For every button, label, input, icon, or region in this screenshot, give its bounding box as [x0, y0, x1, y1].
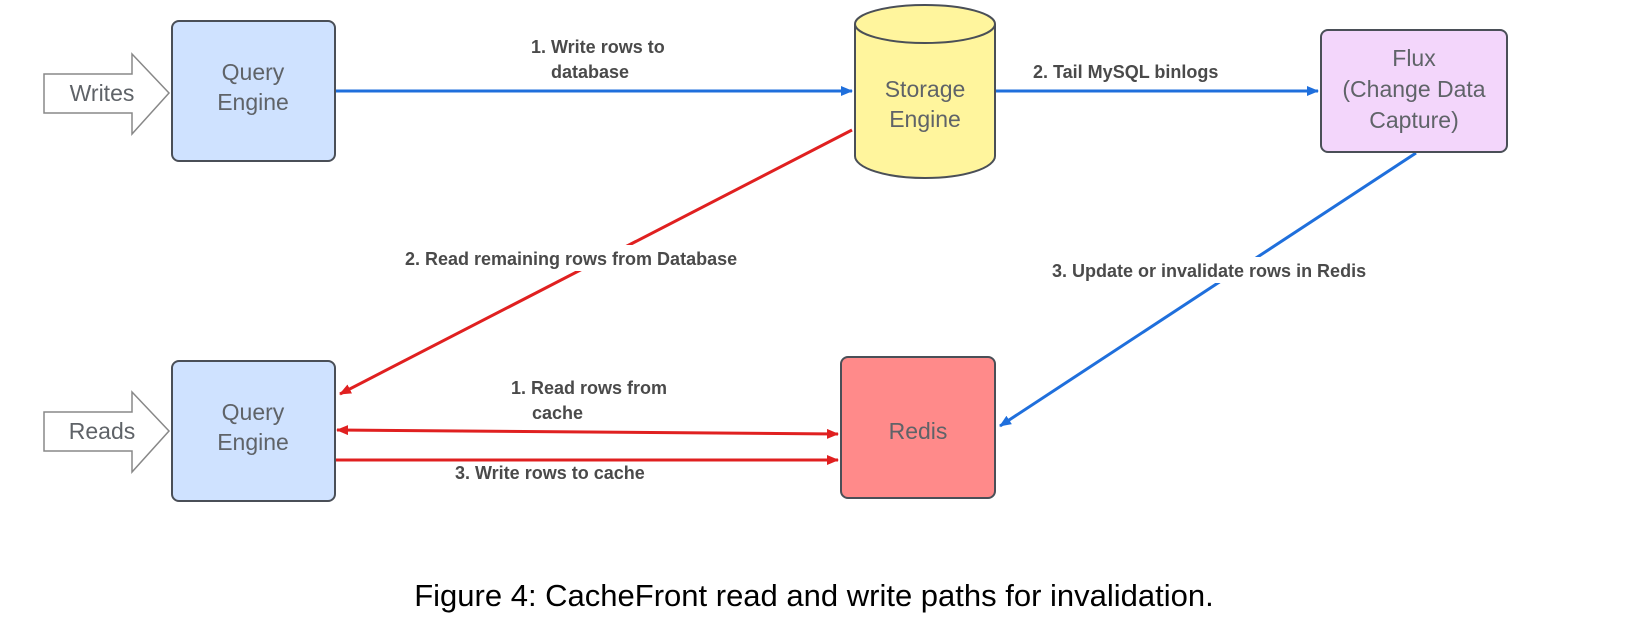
cachefront-diagram: Writes Reads Query Engine Query Engine S… — [43, 4, 1508, 502]
flux-line-1: Flux — [1392, 45, 1436, 71]
figure-caption: Figure 4: CacheFront read and write path… — [414, 578, 1214, 613]
query-engine-bottom-line-2: Engine — [217, 429, 289, 455]
flux-line-2: (Change Data — [1342, 76, 1485, 102]
reads-entry-arrow: Reads — [43, 390, 171, 474]
writes-label: Writes — [70, 80, 135, 106]
storage-engine-node: Storage Engine — [854, 4, 996, 179]
edge-label-write-rows-line-1: 1. Write rows to — [531, 37, 665, 57]
query-engine-bottom-node: Query Engine — [171, 360, 336, 502]
redis-label: Redis — [889, 418, 948, 444]
redis-node: Redis — [840, 356, 996, 499]
edge-label-write-rows-line-2: database — [551, 62, 629, 82]
edge-label-update-invalidate: 3. Update or invalidate rows in Redis — [1052, 261, 1366, 281]
query-engine-bottom-line-1: Query — [222, 399, 285, 425]
query-engine-top-node: Query Engine — [171, 20, 336, 162]
query-engine-top-line-1: Query — [222, 59, 285, 85]
flux-node: Flux (Change Data Capture) — [1320, 29, 1508, 153]
flux-line-3: Capture) — [1369, 107, 1458, 133]
reads-label: Reads — [69, 418, 135, 444]
edge-label-read-cache-line-1: 1. Read rows from — [511, 378, 667, 398]
edge-label-tail-binlogs: 2. Tail MySQL binlogs — [1033, 62, 1218, 82]
storage-engine-line-2: Engine — [889, 106, 961, 132]
storage-engine-line-1: Storage — [885, 76, 966, 102]
writes-entry-arrow: Writes — [43, 52, 171, 136]
edge-update-invalidate — [999, 151, 1417, 428]
edge-label-read-remaining: 2. Read remaining rows from Database — [405, 249, 737, 269]
edge-label-write-cache: 3. Write rows to cache — [455, 463, 645, 483]
edge-label-read-cache-line-2: cache — [532, 403, 583, 423]
edge-read-cache — [336, 425, 839, 439]
query-engine-top-line-2: Engine — [217, 89, 289, 115]
